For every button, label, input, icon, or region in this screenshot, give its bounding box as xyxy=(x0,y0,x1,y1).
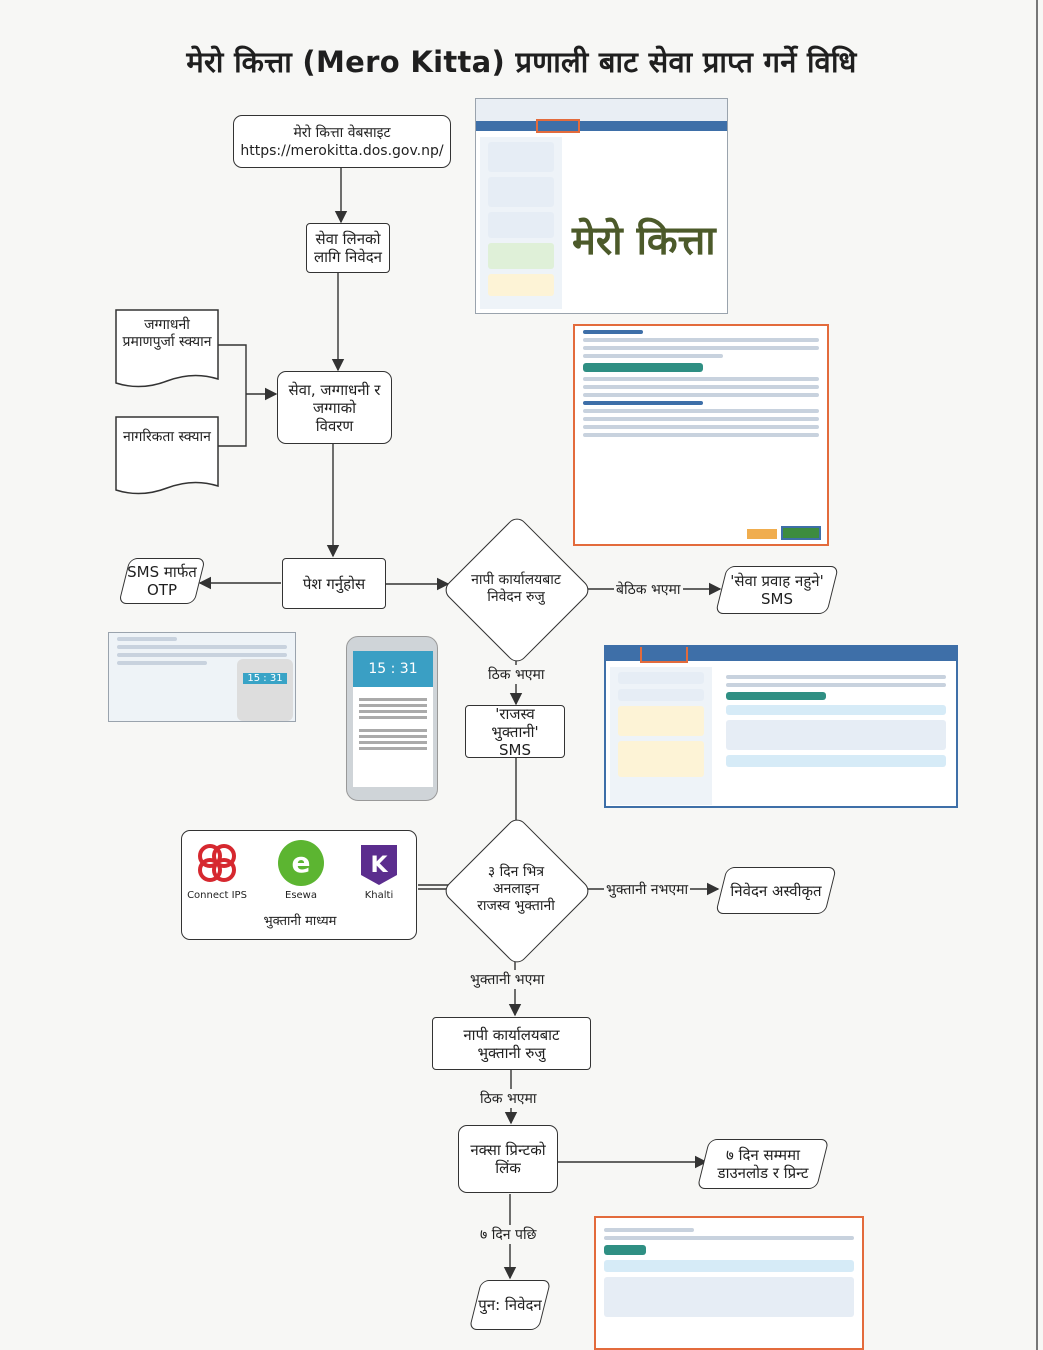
highlight-box xyxy=(536,119,580,133)
payment-method-connect-ips: Connect IPS xyxy=(186,839,248,905)
payment-method-khalti: K Khalti xyxy=(348,843,410,905)
portal-logo-text: मेरो कित्ता xyxy=(572,218,716,264)
download-label: ७ दिन सम्ममा डाउनलोड र प्रिन्ट xyxy=(717,1146,809,1182)
otp-label: SMS मार्फत OTP xyxy=(127,563,197,599)
otp-node: SMS मार्फत OTP xyxy=(118,558,206,604)
map-link-node: नक्सा प्रिन्टको लिंक xyxy=(458,1125,558,1193)
esewa-logo-icon: e xyxy=(278,840,324,886)
land-cert-node: जग्गाधनी प्रमाणपुर्जा स्क्यान xyxy=(122,317,212,350)
revenue-sms-node: 'राजस्व भुक्तानी' SMS xyxy=(465,705,565,759)
survey-verify-label: नापी कार्यालयबाट निवेदन रुजु xyxy=(471,572,561,605)
online-payment-label: ३ दिन भित्र अनलाइन राजस्व भुक्तानी xyxy=(477,864,555,914)
portal-sidebar xyxy=(480,137,562,309)
small-phone-time: 15 : 31 xyxy=(243,673,287,684)
edge-label-after-7-days: ७ दिन पछि xyxy=(478,1225,539,1244)
phone-time: 15 : 31 xyxy=(353,651,433,687)
page-edge xyxy=(1036,0,1038,1350)
khalti-label: Khalti xyxy=(364,890,394,901)
edge-label-correct-2: ठिक भएमा xyxy=(478,1089,539,1108)
status-result-screenshot xyxy=(594,1216,864,1350)
connect-ips-logo-icon xyxy=(198,844,236,882)
no-service-node: 'सेवा प्रवाह नहुने' SMS xyxy=(715,566,839,614)
phone-sms-screenshot: 15 : 31 xyxy=(346,636,438,801)
payment-method-esewa: e Esewa xyxy=(270,839,332,905)
apply-node: सेवा लिनको लागि निवेदन xyxy=(306,223,390,273)
rejected-label: निवेदन अस्वीकृत xyxy=(730,881,822,900)
page-title: मेरो कित्ता (Mero Kitta) प्रणाली बाट सेव… xyxy=(186,45,857,79)
citizenship-doc-shape xyxy=(115,416,219,495)
online-payment-node: ३ दिन भित्र अनलाइन राजस्व भुक्तानी xyxy=(441,814,593,967)
survey-verify-node: नापी कार्यालयबाट निवेदन रुजु xyxy=(441,514,593,666)
payment-caption: भुक्तानी माध्यम xyxy=(263,914,337,929)
edge-label-paid: भुक्तानी भएमा xyxy=(468,970,547,989)
khalti-logo-icon: K xyxy=(361,845,397,885)
payment-methods-box: Connect IPS e Esewa K Khalti भुक्तानी मा… xyxy=(181,830,417,940)
reapply-label: पुन: निवेदन xyxy=(478,1296,542,1314)
connect-ips-label: Connect IPS xyxy=(187,890,247,901)
download-node: ७ दिन सम्ममा डाउनलोड र प्रिन्ट xyxy=(696,1139,830,1189)
website-node: मेरो कित्ता वेबसाइट https://merokitta.do… xyxy=(233,115,451,168)
portal-home-screenshot: मेरो कित्ता xyxy=(475,98,728,314)
land-cert-doc-shape xyxy=(115,309,219,388)
details-node: सेवा, जग्गाधनी र जग्गाको विवरण xyxy=(277,371,392,444)
status-check-screenshot xyxy=(604,645,958,808)
no-service-label: 'सेवा प्रवाह नहुने' SMS xyxy=(730,572,824,608)
edge-label-not-paid: भुक्तानी नभएमा xyxy=(604,880,691,899)
rejected-node: निवेदन अस्वीकृत xyxy=(715,867,837,914)
reapply-node: पुन: निवेदन xyxy=(468,1280,552,1330)
payment-verify-node: नापी कार्यालयबाट भुक्तानी रुजु xyxy=(432,1017,591,1070)
esewa-label: Esewa xyxy=(285,890,317,901)
application-form-screenshot xyxy=(573,324,829,546)
submit-node: पेश गर्नुहोस xyxy=(282,558,386,609)
edge-label-incorrect: बेठिक भएमा xyxy=(614,580,683,599)
edge-label-correct: ठिक भएमा xyxy=(486,665,547,684)
highlight-box-2 xyxy=(640,647,688,663)
citizenship-node: नागरिकता स्क्यान xyxy=(123,429,211,445)
application-status-screenshot: 15 : 31 xyxy=(108,632,296,722)
small-phone: 15 : 31 xyxy=(237,659,293,721)
form-submit-button xyxy=(781,526,821,540)
svg-text:e: e xyxy=(292,846,311,879)
form-draft-button xyxy=(747,529,777,539)
svg-text:K: K xyxy=(370,853,388,878)
